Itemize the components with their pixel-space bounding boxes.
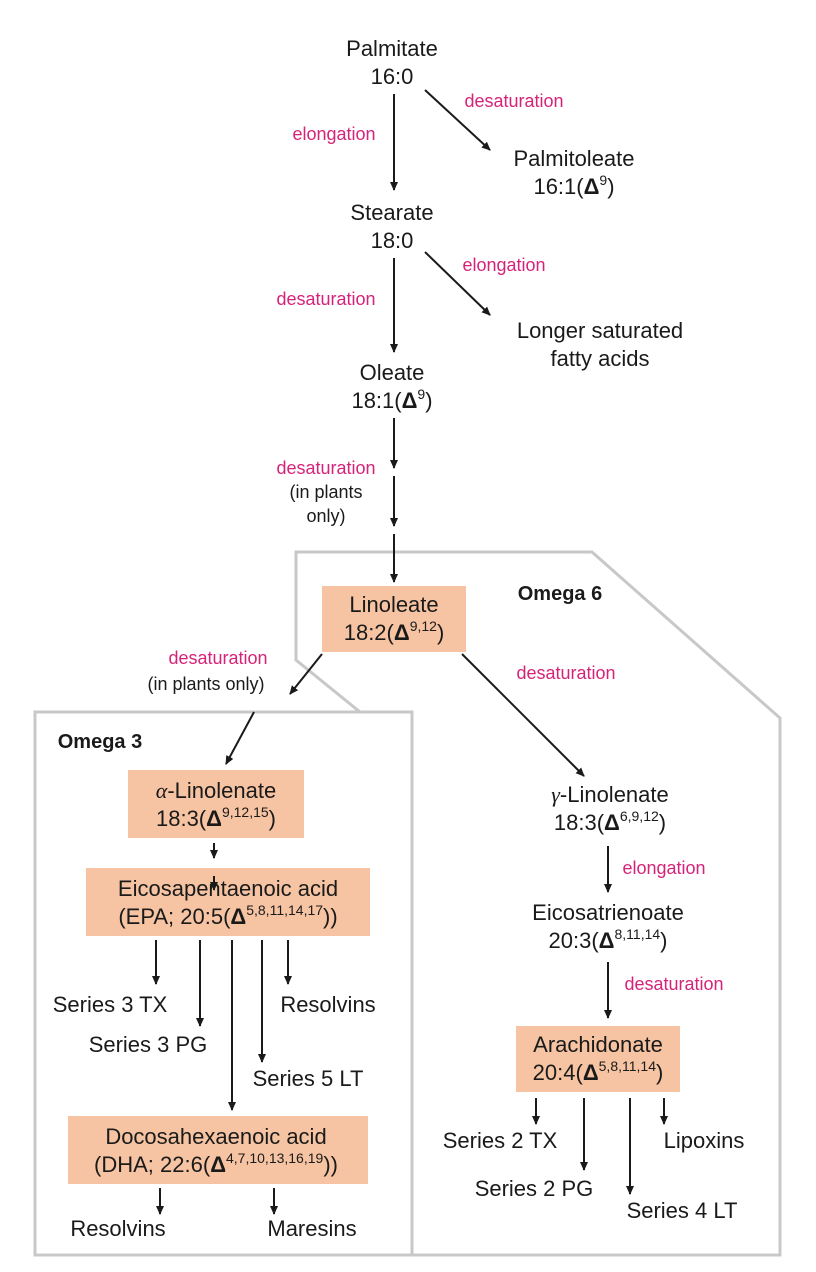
label-desaturation-eicosatrienoate: desaturation	[624, 974, 723, 994]
alpha-linolenate-formula: 18:3(Δ9,12,15)	[156, 804, 276, 831]
stearate-name: Stearate	[350, 200, 433, 225]
node-alpha-linolenate: α-Linolenate 18:3(Δ9,12,15)	[156, 778, 276, 831]
label-desaturation-oleate: desaturation	[276, 458, 375, 478]
product-maresins: Maresins	[267, 1216, 356, 1241]
oleate-name: Oleate	[360, 360, 425, 385]
product-series2-tx: Series 2 TX	[443, 1128, 558, 1153]
node-epa: Eicosapentaenoic acid (EPA; 20:5(Δ5,8,11…	[118, 876, 338, 929]
product-series3-tx: Series 3 TX	[53, 992, 168, 1017]
oleate-formula: 18:1(Δ9)	[351, 386, 432, 413]
epa-box	[86, 868, 370, 936]
label-desaturation-stearate: desaturation	[276, 289, 375, 309]
gamma-linolenate-formula: 18:3(Δ6,9,12)	[554, 808, 666, 835]
dha-name: Docosahexaenoic acid	[105, 1124, 326, 1149]
label-desaturation-palmitate: desaturation	[464, 91, 563, 111]
arachidonate-box	[516, 1026, 680, 1092]
longer-saturated-line1: Longer saturated	[517, 318, 683, 343]
omega3-title: Omega 3	[58, 731, 142, 753]
linoleate-name: Linoleate	[349, 592, 438, 617]
dha-box	[68, 1116, 368, 1184]
gamma-linolenate-name: γ-Linolenate	[551, 782, 669, 807]
epa-name: Eicosapentaenoic acid	[118, 876, 338, 901]
product-lipoxins: Lipoxins	[664, 1128, 745, 1153]
arachidonate-formula: 20:4(Δ5,8,11,14)	[533, 1058, 664, 1085]
node-longer-saturated: Longer saturated fatty acids	[517, 318, 683, 371]
arrow-linoleate-left-step1	[289, 653, 323, 695]
eicosatrienoate-formula: 20:3(Δ8,11,14)	[549, 926, 668, 953]
alpha-linolenate-name: α-Linolenate	[156, 778, 276, 803]
label-elongation-palmitate: elongation	[292, 124, 375, 144]
label-linoleate-note: (in plants only)	[147, 674, 264, 694]
linoleate-formula: 18:2(Δ9,12)	[344, 618, 445, 645]
arrow-linoleate-left-step2	[225, 711, 255, 765]
node-linoleate: Linoleate 18:2(Δ9,12)	[344, 592, 445, 645]
label-elongation-stearate: elongation	[462, 255, 545, 275]
node-stearate: Stearate 18:0	[350, 200, 433, 253]
product-resolvins-epa: Resolvins	[280, 992, 375, 1017]
product-series4-lt: Series 4 LT	[627, 1198, 738, 1223]
product-series2-pg: Series 2 PG	[475, 1176, 594, 1201]
node-arachidonate: Arachidonate 20:4(Δ5,8,11,14)	[533, 1032, 664, 1085]
label-oleate-note-line1: (in plants	[289, 482, 362, 502]
dha-formula: (DHA; 22:6(Δ4,7,10,13,16,19))	[94, 1150, 338, 1177]
alpha-linolenate-box	[128, 770, 304, 838]
linoleate-box	[322, 586, 466, 652]
epa-formula: (EPA; 20:5(Δ5,8,11,14,17))	[118, 902, 337, 929]
node-palmitoleate: Palmitoleate 16:1(Δ9)	[513, 146, 634, 199]
arrow-linoleate-to-gamma	[461, 653, 585, 777]
product-series5-lt: Series 5 LT	[253, 1066, 364, 1091]
eicosatrienoate-name: Eicosatrienoate	[532, 900, 684, 925]
palmitate-name: Palmitate	[346, 36, 438, 61]
product-resolvins-dha: Resolvins	[70, 1216, 165, 1241]
arrow-stearate-to-longer	[424, 251, 491, 316]
palmitoleate-name: Palmitoleate	[513, 146, 634, 171]
node-dha: Docosahexaenoic acid (DHA; 22:6(Δ4,7,10,…	[94, 1124, 338, 1177]
omega6-title: Omega 6	[518, 583, 602, 605]
label-elongation-gamma: elongation	[622, 858, 705, 878]
node-oleate: Oleate 18:1(Δ9)	[351, 360, 432, 413]
node-palmitate: Palmitate 16:0	[346, 36, 438, 89]
arachidonate-name: Arachidonate	[533, 1032, 663, 1057]
label-oleate-note-line2: only)	[306, 506, 345, 526]
stearate-formula: 18:0	[371, 228, 414, 253]
node-gamma-linolenate: γ-Linolenate 18:3(Δ6,9,12)	[551, 782, 669, 835]
arrow-palmitate-to-palmitoleate	[424, 89, 491, 151]
omega3-region-border	[33, 710, 414, 1257]
palmitoleate-formula: 16:1(Δ9)	[533, 172, 614, 199]
label-desaturation-linoleate-right: desaturation	[516, 663, 615, 683]
palmitate-formula: 16:0	[371, 64, 414, 89]
arrows	[152, 89, 668, 1215]
longer-saturated-line2: fatty acids	[550, 346, 649, 371]
product-series3-pg: Series 3 PG	[89, 1032, 208, 1057]
label-desaturation-linoleate-left: desaturation	[168, 648, 267, 668]
node-eicosatrienoate: Eicosatrienoate 20:3(Δ8,11,14)	[532, 900, 684, 953]
